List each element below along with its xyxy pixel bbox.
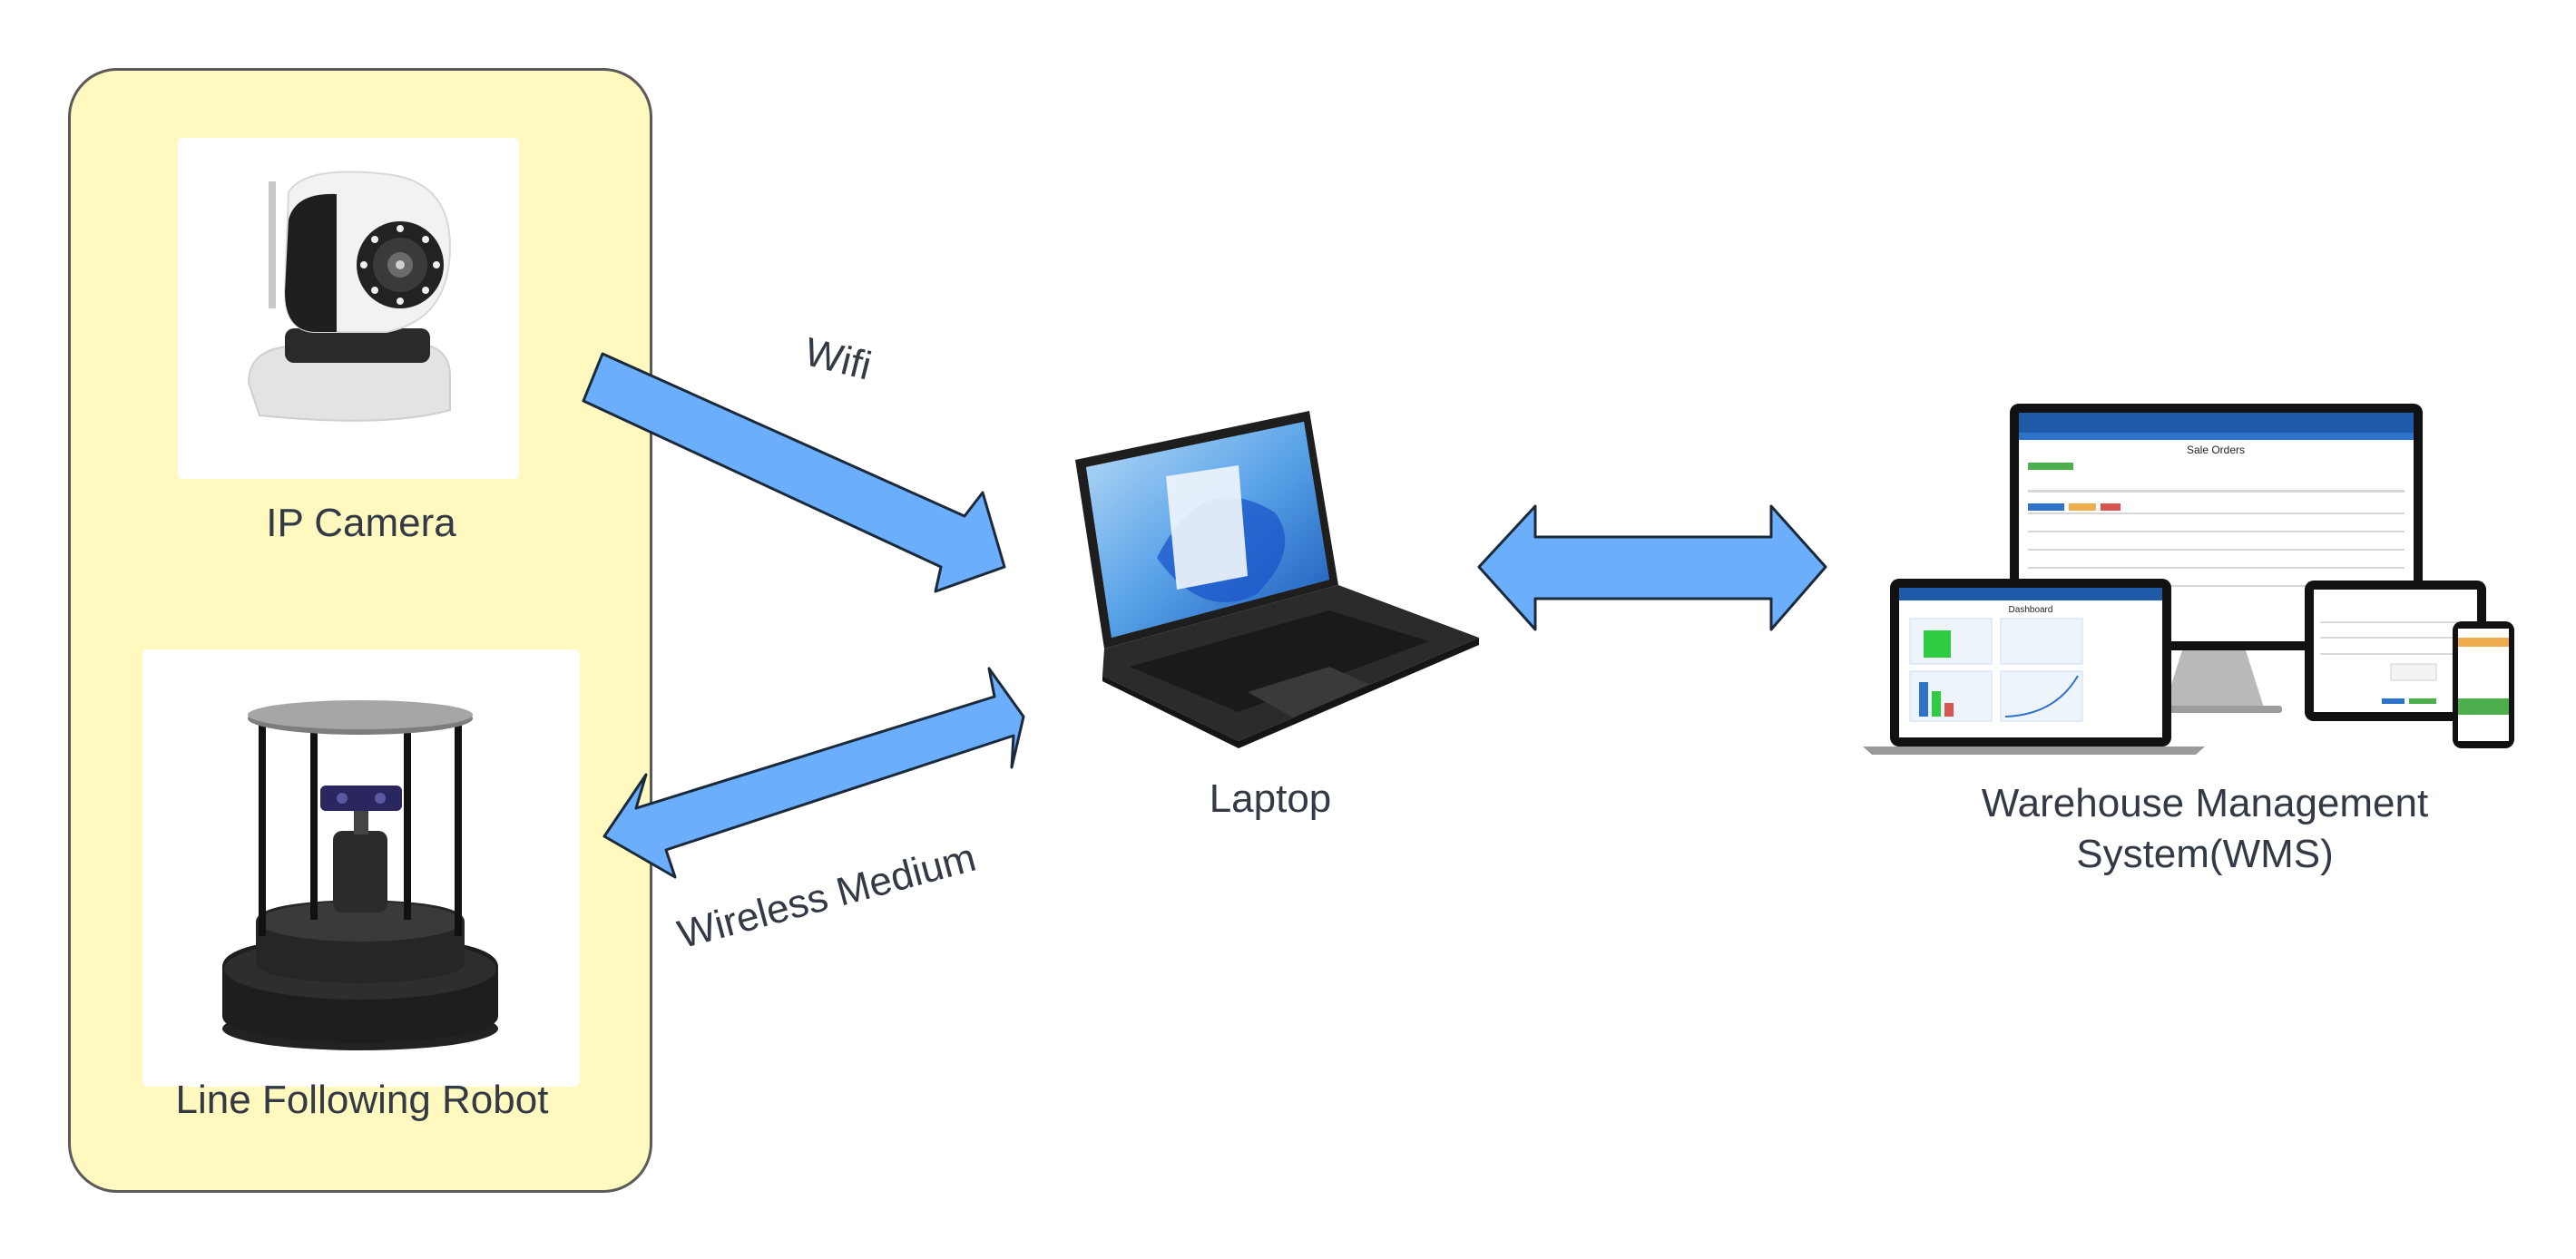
laptop-label: Laptop xyxy=(1209,776,1332,821)
wms-label-line2: System(WMS) xyxy=(2076,832,2334,876)
robot-label: Line Following Robot xyxy=(175,1078,549,1122)
robot-icon xyxy=(222,700,498,1050)
laptop-icon xyxy=(1075,411,1479,748)
robot-photo xyxy=(142,649,580,1087)
wms-link-arrow xyxy=(1477,504,1827,631)
wms-devices-icon: Sale Orders Dashboard xyxy=(1863,404,2514,755)
wms-label-line1: Warehouse Management xyxy=(1981,781,2429,825)
wifi-arrow xyxy=(582,352,1006,593)
monitor-screen-title: Sale Orders xyxy=(2187,444,2245,456)
laptop-screen-title: Dashboard xyxy=(2009,605,2053,615)
ip-camera-label: IP Camera xyxy=(266,501,456,545)
laptop-image xyxy=(1066,404,1484,748)
wireless-medium-label: Wireless Medium xyxy=(673,835,981,958)
wifi-label: Wifi xyxy=(800,329,876,388)
wireless-medium-arrow xyxy=(602,667,1025,879)
wms-devices: Sale Orders Dashboard xyxy=(1846,399,2518,762)
wms-label: Warehouse Management System(WMS) xyxy=(1878,778,2532,880)
ip-camera-icon xyxy=(247,171,452,422)
ip-camera-photo xyxy=(178,138,519,479)
